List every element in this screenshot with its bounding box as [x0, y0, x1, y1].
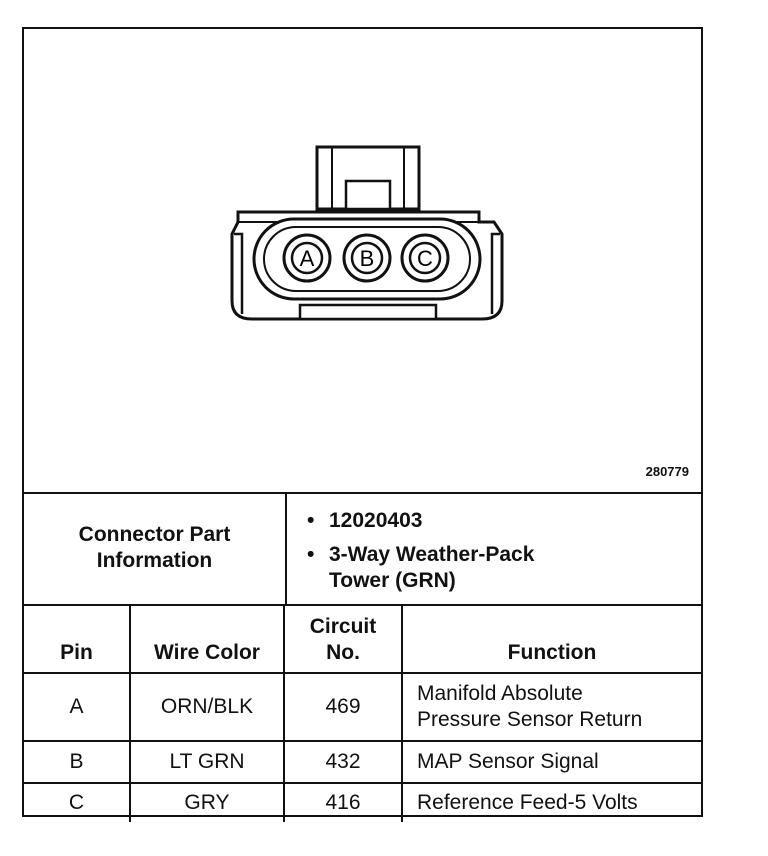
bullet-icon: • — [307, 509, 315, 532]
pin-label-a: A — [300, 246, 315, 271]
table-row: C GRY 416 Reference Feed-5 Volts — [24, 782, 701, 822]
part-number: 12020403 — [329, 509, 423, 532]
function-line2: Pressure Sensor Return — [417, 708, 643, 731]
header-circuit: Circuit No. — [283, 604, 403, 674]
cell-pin: C — [24, 782, 131, 822]
pin-label-b: B — [360, 246, 375, 271]
table-row: A ORN/BLK 469 Manifold Absolute Pressure… — [24, 672, 701, 742]
cell-circuit: 416 — [283, 782, 403, 822]
cell-function: MAP Sensor Signal — [401, 740, 701, 784]
info-label-line2: Information — [96, 549, 213, 572]
connector-part-info-list: • 12020403 • 3-Way Weather-Pack Tower (G… — [287, 492, 701, 604]
connector-diagram-frame: A B C 280779 Connector Part Information — [22, 27, 703, 822]
pin-cavity-b: B — [342, 233, 392, 283]
cell-wire-color: ORN/BLK — [129, 672, 285, 742]
cell-pin: B — [24, 740, 131, 784]
header-circuit-line1: Circuit — [309, 615, 377, 638]
pin-table: Pin Wire Color Circuit No. Function A OR… — [24, 604, 701, 822]
connector-part-info: Connector Part Information • 12020403 • … — [24, 492, 701, 606]
connector-figure: A B C 280779 — [24, 29, 701, 494]
pin-cavity-a: A — [282, 233, 332, 283]
cell-wire-color: LT GRN — [129, 740, 285, 784]
table-row: B LT GRN 432 MAP Sensor Signal — [24, 740, 701, 784]
description-line2: Tower (GRN) — [329, 569, 456, 592]
bullet-icon: • — [307, 543, 315, 566]
connector-part-info-label: Connector Part Information — [24, 492, 287, 604]
cell-pin: A — [24, 672, 131, 742]
header-function: Function — [401, 604, 701, 674]
cell-circuit: 469 — [283, 672, 403, 742]
cell-circuit: 432 — [283, 740, 403, 784]
description-item: • 3-Way Weather-Pack Tower (GRN) — [307, 542, 535, 594]
cell-function: Reference Feed-5 Volts — [401, 782, 701, 822]
description-line1: 3-Way Weather-Pack — [329, 543, 535, 566]
cell-wire-color: GRY — [129, 782, 285, 822]
function-line1: Manifold Absolute — [417, 682, 583, 705]
pin-cavity-c: C — [400, 233, 450, 283]
cell-function: Manifold Absolute Pressure Sensor Return — [401, 672, 701, 742]
info-label-line1: Connector Part — [78, 523, 231, 546]
figure-number: 280779 — [645, 464, 689, 479]
connector-drawing: A B C — [230, 145, 504, 321]
pin-table-header: Pin Wire Color Circuit No. Function — [24, 604, 701, 674]
header-pin: Pin — [24, 604, 131, 674]
part-number-item: • 12020403 — [307, 508, 423, 534]
header-wire-color: Wire Color — [129, 604, 285, 674]
header-circuit-line2: No. — [326, 641, 360, 664]
pin-label-c: C — [417, 246, 433, 271]
